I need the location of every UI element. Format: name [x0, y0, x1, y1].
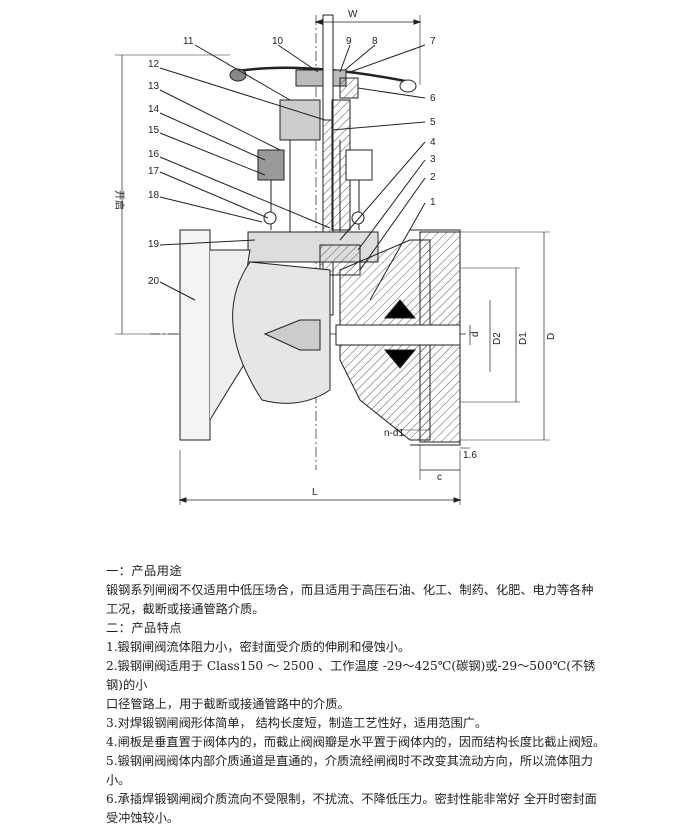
feature-item-2-line1: 2.锻钢闸阀适用于 Class150 ～ 2500 、工作温度 -29～425℃…	[106, 659, 596, 692]
label-2: 2	[430, 172, 436, 183]
section1-line1: 锻钢系列闸阀不仅适用中低压场合，而且适用于高压石油、化工、制药、化肥、电力等各种	[106, 583, 594, 597]
label-d: d	[470, 331, 481, 337]
feature-item-5-line1: 5.锻钢闸阀阀体内部介质通道是直通的，介质流经闸阀时不改变其流动方向，所以流体阻…	[106, 754, 593, 768]
label-d2: D2	[492, 332, 503, 345]
feature-item-6-line2: 受冲蚀较小。	[106, 811, 180, 825]
label-9: 9	[346, 36, 352, 47]
section1-line2: 工况，截断或接通管路介质。	[106, 602, 265, 616]
description-text: 一：产品用途 锻钢系列闸阀不仅适用中低压场合，而且适用于高压石油、化工、制药、化…	[106, 562, 606, 828]
section1-title: 一：产品用途	[106, 564, 183, 578]
label-w: W	[348, 9, 358, 20]
label-16: 16	[148, 149, 160, 160]
section2-title: 二：产品特点	[106, 621, 183, 635]
label-d1: D1	[518, 332, 529, 345]
feature-item-6-line1: 6.承插焊锻钢闸阀介质流向不受限制，不扰流、不降低压力。密封性能非常好 全开时密…	[106, 792, 597, 806]
label-4: 4	[430, 137, 436, 148]
label-17: 17	[148, 166, 160, 177]
feature-item-2-line2: 口径管路上，用于截断或接通管路中的介质。	[106, 697, 350, 711]
label-8: 8	[372, 36, 378, 47]
label-20: 20	[148, 276, 160, 287]
valve-technical-drawing: W 11 10 9 8 7 12 13 6 14 5 15 4 16 3 17 …	[113, 9, 557, 505]
label-19: 19	[148, 239, 160, 250]
label-dd: D	[546, 333, 557, 340]
label-16mm: 1.6	[463, 450, 477, 461]
label-18: 18	[148, 190, 160, 201]
label-1: 1	[430, 197, 436, 208]
label-14: 14	[148, 104, 160, 115]
label-c: c	[437, 472, 442, 483]
feature-item-4: 4.闸板是垂直置于阀体内的，而截止阀阀瓣是水平置于阀体内的，因而结构长度比截止阀…	[106, 735, 606, 749]
label-open: 开启	[113, 190, 126, 210]
feature-item-1: 1.锻钢闸阀流体阻力小，密封面受介质的伸刷和侵蚀小。	[106, 640, 411, 654]
label-nd1: n-d1	[384, 428, 404, 439]
feature-item-5-line2: 小。	[106, 773, 131, 787]
label-L: L	[312, 487, 318, 498]
label-11: 11	[183, 36, 194, 47]
label-12: 12	[148, 59, 160, 70]
label-15: 15	[148, 125, 160, 136]
label-7: 7	[430, 36, 436, 47]
label-10: 10	[272, 36, 284, 47]
label-6: 6	[430, 93, 436, 104]
feature-item-3: 3.对焊锻钢闸阀形体简单， 结构长度短，制造工艺性好，适用范围广。	[106, 716, 488, 730]
label-13: 13	[148, 81, 160, 92]
label-3: 3	[430, 154, 436, 165]
label-5: 5	[430, 117, 436, 128]
